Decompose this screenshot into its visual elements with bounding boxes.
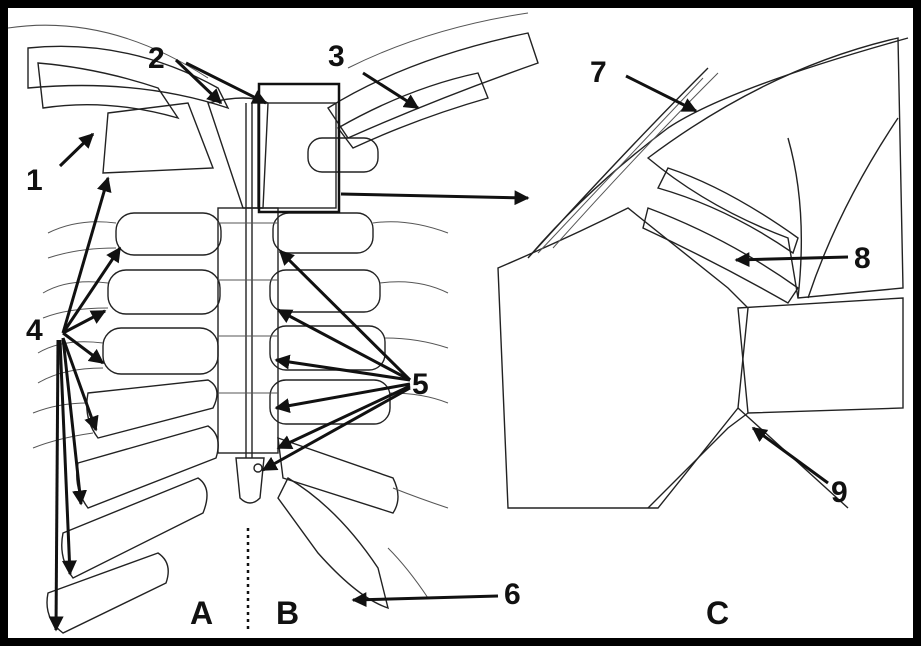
figure-frame: 1 2 3 4 5 6 7 8 9 A B C [8,8,913,638]
panel-label-b: B [276,595,299,631]
label-6: 6 [504,578,521,611]
joint-detail-drawing [498,38,908,508]
label-3: 3 [328,40,345,73]
panel-label-a: A [190,595,213,631]
label-8: 8 [854,242,871,275]
panel-label-c: C [706,595,729,631]
label-5: 5 [412,368,429,401]
anatomy-diagram: 1 2 3 4 5 6 7 8 9 A B C [8,8,913,638]
label-9: 9 [831,476,848,509]
number-labels: 1 2 3 4 5 6 7 8 9 [26,40,871,611]
label-1: 1 [26,164,43,197]
label-7: 7 [590,56,607,89]
panel-labels: A B C [190,595,729,631]
rib-cage-drawing [8,13,538,633]
pointer-arrows [56,60,848,630]
label-4: 4 [26,314,43,347]
label-2: 2 [148,42,165,75]
